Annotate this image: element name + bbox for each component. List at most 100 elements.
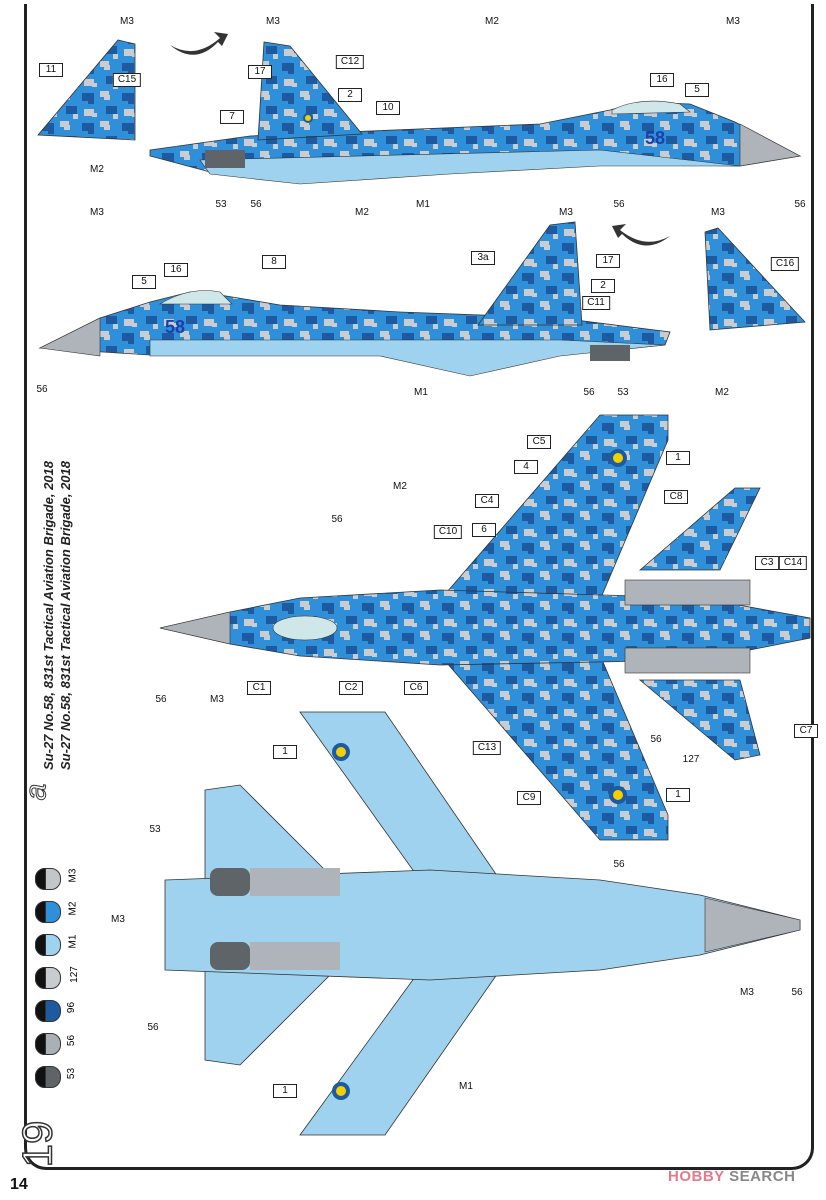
decal-callout: 1	[666, 451, 690, 465]
top-view	[159, 414, 811, 841]
decal-callout: C5	[527, 435, 551, 449]
paint-callout: M3	[111, 914, 125, 925]
decal-callout: C12	[335, 55, 365, 69]
decal-callout: C1	[247, 681, 271, 695]
paint-code: M1	[67, 934, 79, 949]
roundel-icon	[303, 113, 313, 123]
decal-callout: 5	[685, 83, 709, 97]
engine-bay	[250, 868, 340, 896]
decal-callout: 2	[591, 279, 615, 293]
paint-callout: 56	[155, 694, 167, 705]
decal-callout: C15	[112, 73, 142, 87]
variant-letter: a	[19, 783, 53, 801]
paint-callout: M3	[90, 207, 104, 218]
decal-callout: 11	[39, 63, 63, 77]
engine-nozzle	[205, 150, 245, 168]
decal-callout: 5	[132, 275, 156, 289]
paint-callout: 56	[36, 384, 48, 395]
decal-callout: C2	[339, 681, 363, 695]
tail-number: 58	[165, 317, 185, 337]
page-border	[24, 4, 814, 1170]
nose-cone	[159, 611, 231, 645]
decal-callout: C14	[778, 556, 808, 570]
canopy	[272, 615, 338, 641]
decal-callout: 8	[262, 255, 286, 269]
decal-callout: 16	[164, 263, 188, 277]
nose-cone	[739, 123, 801, 167]
paint-callout: M3	[120, 16, 134, 27]
engine-lower	[624, 647, 751, 674]
paint-callout: M3	[740, 987, 754, 998]
rotate-arrow-icon	[170, 32, 228, 55]
paint-callout: M3	[559, 207, 573, 218]
decal-callout: C8	[664, 490, 688, 504]
paint-callout: M1	[416, 199, 430, 210]
stabilizer-lower	[204, 969, 331, 1066]
paint-callout: 53	[149, 824, 161, 835]
paint-callout: 127	[682, 754, 700, 765]
step-number: 19	[13, 1120, 62, 1168]
decal-callout: 1	[273, 745, 297, 759]
caption-line: Su-27 No.58, 831st Tactical Aviation Bri…	[58, 461, 73, 770]
tail-fin-detail	[704, 227, 806, 331]
paint-callout: 56	[613, 859, 625, 870]
paint-callout: 56	[650, 734, 662, 745]
page-number: 14	[10, 1176, 28, 1193]
engine-nozzle	[210, 868, 250, 896]
paint-callout: M3	[266, 16, 280, 27]
tail-number: 58	[645, 128, 665, 148]
paint-callout: M2	[355, 207, 369, 218]
roundel-icon	[332, 1082, 350, 1100]
tail-fin-detail	[37, 39, 136, 141]
decal-callout: C3	[755, 556, 779, 570]
paint-pot-icon	[35, 934, 61, 956]
decal-callout: C9	[517, 791, 541, 805]
canopy	[158, 290, 233, 305]
decal-callout: 3a	[471, 251, 495, 265]
canopy	[611, 100, 691, 115]
caption-line: Su-27 No.58, 831st Tactical Aviation Bri…	[41, 461, 56, 770]
decal-callout: 1	[273, 1084, 297, 1098]
paint-code: 53	[66, 1067, 78, 1080]
decal-callout: 7	[220, 110, 244, 124]
paint-callout: M3	[711, 207, 725, 218]
decal-callout: C6	[404, 681, 428, 695]
roundel-icon	[609, 449, 627, 467]
roundel-icon	[609, 786, 627, 804]
paint-pot-icon	[35, 1000, 61, 1022]
decal-callout: 1	[666, 788, 690, 802]
paint-pot-icon	[35, 868, 61, 890]
decal-callout: C13	[472, 741, 502, 755]
engine-bay	[250, 942, 340, 970]
paint-callout: M2	[485, 16, 499, 27]
paint-swatch: 96	[30, 997, 82, 1025]
paint-callout: M3	[210, 694, 224, 705]
paint-callout: 56	[583, 387, 595, 398]
decal-callout: 16	[650, 73, 674, 87]
decal-callout: C16	[770, 257, 800, 271]
paint-code: 56	[66, 1034, 78, 1047]
paint-callout: M2	[393, 481, 407, 492]
paint-callout: 56	[331, 514, 343, 525]
engine-nozzle	[590, 345, 630, 361]
paint-swatch: M3	[30, 865, 82, 893]
decal-callout: C10	[433, 525, 463, 539]
nose-cone	[704, 897, 801, 953]
paint-callout: 56	[250, 199, 262, 210]
engine-upper	[624, 579, 751, 606]
decal-callout: 4	[514, 460, 538, 474]
decal-callout: 17	[596, 254, 620, 268]
paint-callout: 56	[794, 199, 806, 210]
paint-pot-icon	[35, 1066, 61, 1088]
stabilizer-upper	[204, 784, 331, 881]
decal-callout: 10	[376, 101, 400, 115]
paint-swatch: 53	[30, 1063, 82, 1091]
paint-swatch: 127	[30, 964, 82, 992]
paint-callout: 53	[617, 387, 629, 398]
tail-fin	[477, 221, 583, 326]
paint-code: M2	[67, 901, 79, 916]
decal-callout: C4	[475, 494, 499, 508]
paint-code: M3	[67, 868, 79, 883]
